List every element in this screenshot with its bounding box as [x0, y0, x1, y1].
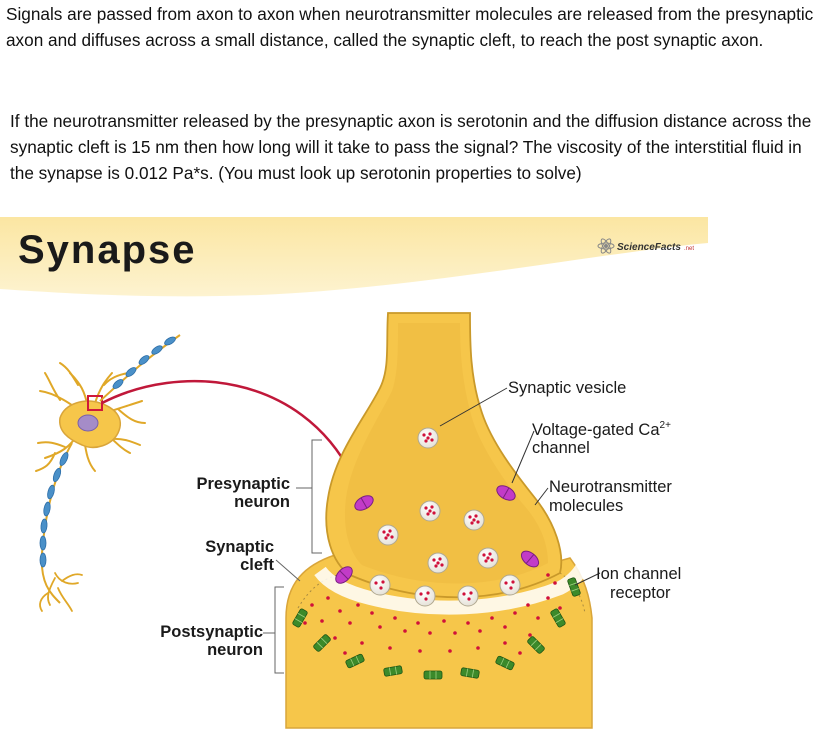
label-postsynaptic-line1: Postsynaptic [160, 623, 263, 641]
myelinated-axon-top [99, 334, 181, 402]
label-synaptic-cleft-line1: Synaptic [205, 538, 274, 556]
label-voltage-gated-line1: Voltage-gated Ca2+ [532, 420, 671, 439]
voltage-gated-superscript: 2+ [660, 420, 672, 431]
leader-lines [439, 387, 601, 586]
question-paragraph-2: If the neurotransmitter released by the … [10, 111, 812, 183]
zoom-arrow [101, 379, 354, 476]
neurotransmitter-molecules [303, 573, 562, 655]
voltage-gated-text: Voltage-gated Ca [532, 421, 660, 439]
label-ion-channel-line2: receptor [610, 584, 671, 602]
synaptic-vesicles [369, 427, 521, 607]
neuron-illustration [35, 334, 181, 612]
sciencefacts-logo: ScienceFacts .net [597, 238, 694, 254]
label-presynaptic-line1: Presynaptic [196, 475, 290, 493]
label-neurotransmitter-line2: molecules [549, 497, 623, 515]
brand-name: ScienceFacts [617, 242, 681, 253]
label-neurotransmitter-line1: Neurotransmitter [549, 478, 672, 496]
label-synaptic-vesicle: Synaptic vesicle [508, 379, 626, 397]
brand-suffix: .net [684, 246, 694, 252]
title-banner [0, 217, 708, 297]
label-presynaptic-line2: neuron [234, 493, 290, 511]
label-synaptic-cleft-line2: cleft [240, 556, 274, 574]
myelinated-axon-bottom [39, 442, 83, 612]
ion-channel-receptors [292, 577, 581, 680]
label-ion-channel-line1: Ion channel [596, 565, 681, 583]
label-postsynaptic-line2: neuron [207, 641, 263, 659]
label-brackets [263, 439, 322, 674]
figure-title: Synapse [18, 228, 197, 272]
question-paragraph-1: Signals are passed from axon to axon whe… [6, 4, 814, 50]
synapse-figure: Synapse ScienceFacts .net [0, 217, 708, 729]
calcium-channels [335, 485, 540, 584]
label-voltage-gated-line2: channel [532, 439, 590, 457]
